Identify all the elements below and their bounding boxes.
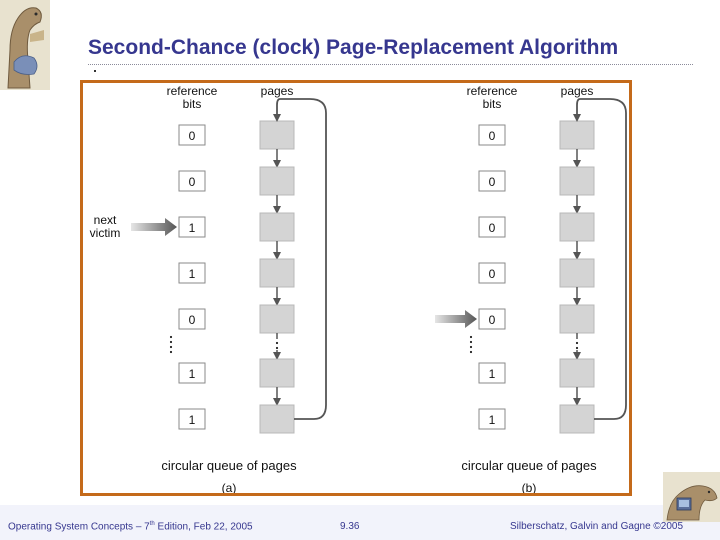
- header-pages-label: pages: [561, 84, 594, 98]
- header-reference-label: reference: [167, 84, 218, 98]
- ellipsis-dot: [275, 341, 279, 345]
- page-frame: [259, 212, 295, 242]
- bits-ellipsis-dot: [169, 345, 173, 349]
- reference-bit-box: [478, 362, 506, 384]
- reference-bit-value: 1: [189, 367, 196, 381]
- reference-bit-box: [478, 262, 506, 284]
- bits-ellipsis-dot: [469, 340, 473, 344]
- page-frame: [259, 404, 295, 434]
- reference-bit-box: [178, 216, 206, 238]
- reference-bit-value: 0: [489, 267, 496, 281]
- reference-bit-box: [178, 308, 206, 330]
- reference-bit-value: 1: [189, 413, 196, 427]
- page-frame: [559, 304, 595, 334]
- reference-bit-value: 1: [489, 367, 496, 381]
- ellipsis-dot: [275, 346, 279, 350]
- slide-title: Second-Chance (clock) Page-Replacement A…: [88, 36, 619, 59]
- next-victim-label: victim: [90, 226, 121, 240]
- footer-strip: [0, 505, 720, 540]
- circular-queue-label: circular queue of pages: [461, 458, 597, 473]
- page-frame: [559, 358, 595, 388]
- reference-bit-value: 0: [189, 175, 196, 189]
- reference-bit-box: [178, 170, 206, 192]
- dinosaur-logo-bottom-right: [663, 472, 720, 522]
- page-frame: [559, 120, 595, 150]
- page-frame: [259, 304, 295, 334]
- bits-ellipsis-dot: [169, 335, 173, 339]
- header-bits-label: bits: [183, 97, 202, 111]
- page-frame: [559, 166, 595, 196]
- reference-bit-box: [478, 216, 506, 238]
- reference-bit-box: [478, 408, 506, 430]
- dinosaur-logo-top-left: [0, 0, 50, 90]
- bits-ellipsis-dot: [469, 345, 473, 349]
- bits-ellipsis-dot: [169, 340, 173, 344]
- circular-return-arrow: [573, 98, 627, 420]
- clock-algorithm-diagram: referencebitspages0011011nextvictimcircu…: [90, 84, 627, 493]
- panel-caption: (b): [522, 481, 537, 493]
- page-frame: [559, 258, 595, 288]
- footer-book-sup: th: [149, 521, 155, 527]
- title-underline: [88, 64, 693, 65]
- reference-bit-box: [178, 124, 206, 146]
- header-reference-label: reference: [467, 84, 518, 98]
- page-frame: [259, 120, 295, 150]
- reference-bit-box: [178, 262, 206, 284]
- reference-bit-box: [478, 124, 506, 146]
- title-dot: [94, 70, 96, 72]
- reference-bit-box: [478, 308, 506, 330]
- reference-bit-value: 1: [189, 221, 196, 235]
- reference-bit-box: [178, 408, 206, 430]
- circular-queue-label: circular queue of pages: [161, 458, 297, 473]
- next-victim-label: next: [94, 213, 117, 227]
- header-pages-label: pages: [261, 84, 294, 98]
- reference-bit-value: 0: [489, 221, 496, 235]
- panel-caption: (a): [222, 481, 237, 493]
- reference-bit-box: [478, 170, 506, 192]
- victim-pointer-arrow: [435, 310, 477, 328]
- footer-page-number: 9.36: [340, 521, 360, 532]
- reference-bit-value: 0: [189, 129, 196, 143]
- page-frame: [259, 166, 295, 196]
- footer-book-suffix: Edition, Feb 22, 2005: [154, 521, 253, 533]
- reference-bit-value: 1: [189, 267, 196, 281]
- bits-ellipsis-dot: [469, 335, 473, 339]
- reference-bit-value: 0: [489, 313, 496, 327]
- reference-bit-value: 0: [189, 313, 196, 327]
- page-frame: [559, 212, 595, 242]
- page-frame: [259, 258, 295, 288]
- bits-ellipsis-dot: [469, 350, 473, 354]
- victim-pointer-arrow: [131, 218, 177, 236]
- header-bits-label: bits: [483, 97, 502, 111]
- footer-authors: Silberschatz, Galvin and Gagne ©2005: [510, 521, 684, 532]
- footer-book-info: Operating System Concepts – 7th Edition,…: [8, 521, 253, 532]
- footer-book-prefix: Operating System Concepts – 7: [8, 521, 150, 533]
- page-frame: [559, 404, 595, 434]
- reference-bit-value: 0: [489, 175, 496, 189]
- ellipsis-dot: [575, 341, 579, 345]
- reference-bit-value: 0: [489, 129, 496, 143]
- reference-bit-box: [178, 362, 206, 384]
- bits-ellipsis-dot: [169, 350, 173, 354]
- circular-return-arrow: [273, 98, 327, 420]
- page-frame: [259, 358, 295, 388]
- ellipsis-dot: [575, 346, 579, 350]
- reference-bit-value: 1: [489, 413, 496, 427]
